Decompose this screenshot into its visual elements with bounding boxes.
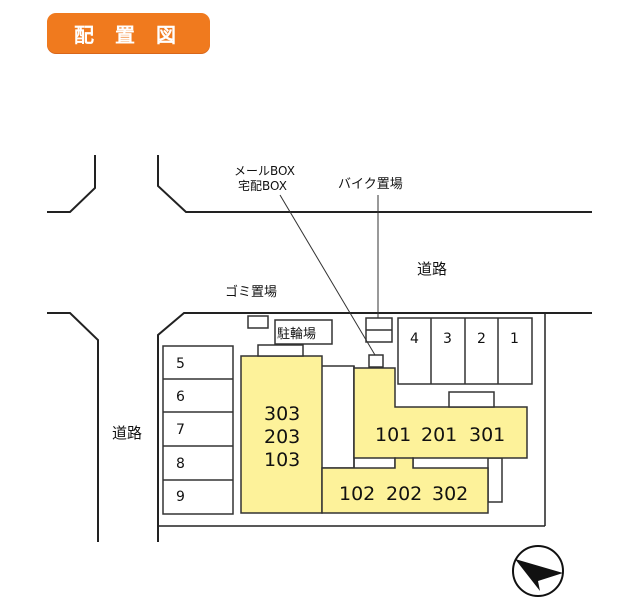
parking-spot-8: 8 bbox=[176, 456, 185, 472]
bicycle-parking-box bbox=[274, 319, 333, 345]
road-edge-lower-left bbox=[47, 312, 99, 542]
road-label-top: 道路 bbox=[417, 260, 447, 278]
road-edge-top-right bbox=[157, 155, 592, 213]
unit-202: 202 bbox=[386, 483, 422, 505]
lot-boundary bbox=[157, 312, 592, 542]
unit-103: 103 bbox=[264, 449, 300, 471]
building-b-lower bbox=[321, 457, 489, 514]
page-title: 配 置 図 bbox=[47, 13, 210, 53]
parking-spot-4: 4 bbox=[410, 331, 419, 347]
leader-lines bbox=[279, 194, 379, 356]
building-b-entrance bbox=[448, 391, 495, 408]
bike-parking-label: バイク置場 bbox=[338, 177, 403, 192]
left-parking bbox=[162, 345, 234, 515]
parking-spot-6: 6 bbox=[176, 389, 185, 405]
parking-spot-9: 9 bbox=[176, 489, 185, 505]
road-label-left: 道路 bbox=[112, 424, 142, 442]
mailbox-leader bbox=[279, 194, 376, 356]
mailbox bbox=[368, 354, 384, 368]
unit-302: 302 bbox=[432, 483, 468, 505]
garbage-area bbox=[247, 315, 269, 329]
side-stair bbox=[487, 457, 503, 503]
road-edge-top-left bbox=[47, 155, 96, 213]
parking-spot-3: 3 bbox=[443, 331, 452, 347]
mailbox-label-line2: 宅配BOX bbox=[238, 178, 287, 193]
right-parking bbox=[397, 317, 533, 385]
compass-north-arrow-icon bbox=[512, 545, 564, 597]
unit-101: 101 bbox=[375, 424, 411, 446]
bike-parking-area bbox=[365, 317, 393, 343]
unit-102: 102 bbox=[339, 483, 375, 505]
parking-spot-7: 7 bbox=[176, 422, 185, 438]
garbage-label: ゴミ置場 bbox=[225, 284, 277, 300]
parking-spot-2: 2 bbox=[477, 331, 486, 347]
parking-left-outline bbox=[162, 345, 234, 515]
building-a-entrance bbox=[257, 344, 304, 357]
unit-203: 203 bbox=[264, 426, 300, 448]
road-edges bbox=[47, 155, 592, 542]
unit-303: 303 bbox=[264, 403, 300, 425]
parking-spot-1: 1 bbox=[510, 331, 519, 347]
unit-201: 201 bbox=[421, 424, 457, 446]
mailbox-label-line1: メールBOX bbox=[234, 164, 295, 178]
walkway-outline bbox=[322, 365, 355, 469]
bicycle-parking-label: 駐輪場 bbox=[277, 326, 316, 342]
unit-301: 301 bbox=[469, 424, 505, 446]
parking-spot-5: 5 bbox=[176, 356, 185, 372]
